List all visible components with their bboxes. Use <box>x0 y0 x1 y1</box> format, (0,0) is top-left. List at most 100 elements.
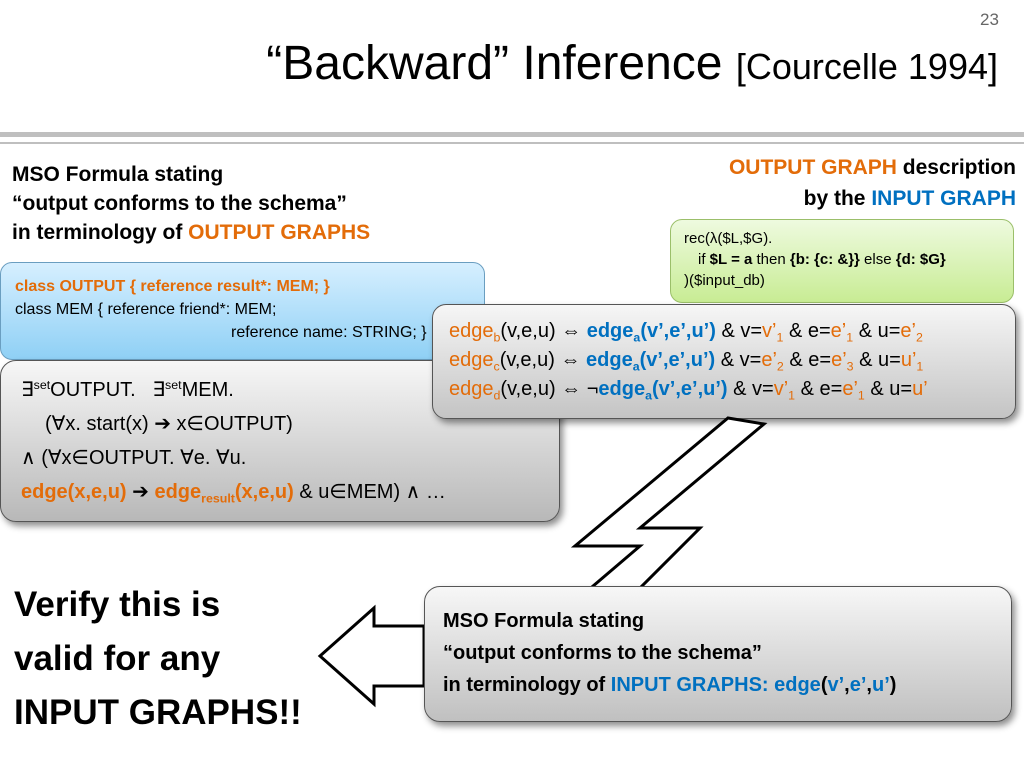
schema-line1: class OUTPUT { reference result*: MEM; } <box>15 278 330 295</box>
edge-val1: v’ <box>762 320 777 342</box>
edge-lhs-args: (v,e,u) ⇔ <box>500 378 587 400</box>
edge-lhs-args: (v,e,u) ⇔ <box>500 320 587 342</box>
verify-line2: valid for any <box>14 639 221 678</box>
edge-lhs-sub: d <box>493 388 501 403</box>
edge-val2: e’ <box>831 349 847 371</box>
right-heading-highlight1: OUTPUT GRAPH <box>728 156 897 179</box>
mso-line4-rest: & u∈MEM) ∧ … <box>293 481 446 503</box>
rec-line2: if $L = a then {b: {c: &}} else {d: $G} <box>684 249 1000 270</box>
exists-symbol-2: ∃ <box>152 379 166 401</box>
edge-val2-sub: 1 <box>846 330 854 345</box>
edge-rhs-sub: a <box>645 388 652 403</box>
edge-val1-sub: 1 <box>788 388 796 403</box>
mso-line2: (∀x. start(x) ➔ x∈OUTPUT) <box>45 413 293 435</box>
edge-val3-sub: 1 <box>916 359 924 374</box>
edge-rhs-args: (v’,e’,u’) <box>652 378 728 400</box>
edge-val3: e’ <box>900 320 916 342</box>
left-heading-prefix: in terminology of <box>12 221 189 244</box>
edge-eq1: & v= <box>715 349 762 371</box>
edge-rhs: edge <box>586 320 634 342</box>
edge-lhs: edge <box>449 320 494 342</box>
title-rule-thin <box>0 142 1024 144</box>
edge-eq3: & u= <box>853 349 901 371</box>
edge-rhs-args: (v’,e’,u’) <box>639 349 716 371</box>
edge-lhs: edge <box>449 378 494 400</box>
edge-eq1: & v= <box>727 378 774 400</box>
rec-line1: rec(λ($L,$G). <box>684 230 773 247</box>
edge-expr: edge(x,e,u) <box>21 481 127 503</box>
verify-line3: INPUT GRAPHS!! <box>14 693 302 732</box>
right-heading-prefix2: by the <box>803 187 872 210</box>
verify-line1: Verify this is <box>14 585 221 624</box>
exists-symbol: ∃ <box>21 379 34 401</box>
schema-line2: class MEM { reference friend*: MEM; <box>15 301 277 318</box>
edge-eq2: & e= <box>795 378 843 400</box>
result-line2: “output conforms to the schema” <box>443 642 762 664</box>
rec-else: else <box>859 251 896 268</box>
edge-rhs: edge <box>598 378 646 400</box>
edge-eq3: & u= <box>853 320 901 342</box>
set-superscript: set <box>33 378 51 393</box>
result-v: v’ <box>827 674 845 696</box>
result-prefix: in terminology of <box>443 674 611 696</box>
implies-arrow: ➔ <box>126 481 155 503</box>
edge-rule-row: edgec(v,e,u) ⇔ edgea(v’,e’,u’) & v=e’2 &… <box>449 346 999 375</box>
edge-rhs-sub: a <box>633 330 641 345</box>
slide-number: 23 <box>980 10 999 29</box>
title-text: “Backward” Inference <box>266 37 723 90</box>
left-heading-line1: MSO Formula stating <box>12 163 224 186</box>
edge-val2: e’ <box>830 320 847 342</box>
mso-line1: ∃setOUTPUT. ∃setMEM. <box>21 373 539 407</box>
edge-negation: ¬ <box>586 378 599 400</box>
left-heading-highlight: OUTPUT GRAPHS <box>188 221 371 244</box>
result-e: e’ <box>849 674 867 696</box>
right-heading: OUTPUT GRAPH description by the INPUT GR… <box>729 152 1016 214</box>
mso-line3: ∧ (∀x∈OUTPUT. ∀e. ∀u. <box>21 447 247 469</box>
edge-val1: e’ <box>761 349 777 371</box>
mso-mem: MEM. <box>181 379 234 401</box>
left-heading: MSO Formula stating “output conforms to … <box>12 160 370 247</box>
right-heading-rest1: description <box>896 156 1016 179</box>
edge-rule-row: edged(v,e,u) ⇔ ¬edgea(v’,e’,u’) & v=v’1 … <box>449 375 999 404</box>
edge-rhs-args: (v’,e’,u’) <box>640 320 716 342</box>
mso-output: OUTPUT. <box>50 379 136 401</box>
result-comma1: , <box>844 674 850 696</box>
edge-val2: e’ <box>842 378 858 400</box>
edge-result-args: (x,e,u) <box>234 481 294 503</box>
schema-box: class OUTPUT { reference result*: MEM; }… <box>0 262 485 360</box>
edge-lhs: edge <box>449 349 494 371</box>
edge-val2-sub: 3 <box>846 359 854 374</box>
rec-line3: )($input_db) <box>684 272 765 289</box>
result-line3: in terminology of INPUT GRAPHS: edge(v’,… <box>443 669 993 701</box>
edge-val1: v’ <box>773 378 789 400</box>
title-rule-thick <box>0 132 1024 137</box>
edge-val2-sub: 1 <box>857 388 865 403</box>
left-heading-line3: in terminology of OUTPUT GRAPHS <box>12 218 370 247</box>
right-heading-line1: OUTPUT GRAPH description <box>729 152 1016 183</box>
right-heading-highlight2: INPUT GRAPH <box>871 187 1016 210</box>
edge-result: edge <box>154 481 202 503</box>
right-heading-line2: by the INPUT GRAPH <box>729 183 1016 214</box>
mso-line4: edge(x,e,u) ➔ edgeresult(x,e,u) & u∈MEM)… <box>21 475 539 509</box>
set-superscript-2: set <box>165 378 182 393</box>
left-heading-line2: “output conforms to the schema” <box>12 192 347 215</box>
edge-eq2: & e= <box>783 320 831 342</box>
edge-eq2: & e= <box>783 349 832 371</box>
result-line1: MSO Formula stating <box>443 610 645 632</box>
edge-val1-sub: 2 <box>776 359 784 374</box>
edge-rhs: edge <box>586 349 633 371</box>
verify-text: Verify this is valid for any INPUT GRAPH… <box>14 578 302 740</box>
edge-val3: u’ <box>900 349 917 371</box>
title-citation: [Courcelle 1994] <box>735 46 998 87</box>
slide-title: “Backward” Inference [Courcelle 1994] <box>266 36 998 91</box>
edge-val3: u’ <box>912 378 928 400</box>
edge-eq3: & u= <box>864 378 913 400</box>
rec-then-val: {b: {c: &}} <box>789 251 860 268</box>
rec-then: then <box>752 251 790 268</box>
rec-else-val: {d: $G} <box>895 251 946 268</box>
edge-val1-sub: 1 <box>776 330 784 345</box>
rec-if: if <box>698 251 710 268</box>
edge-lhs-args: (v,e,u) ⇔ <box>499 349 587 371</box>
edge-result-sub: result <box>201 491 235 506</box>
result-paren-close: ) <box>889 674 897 696</box>
